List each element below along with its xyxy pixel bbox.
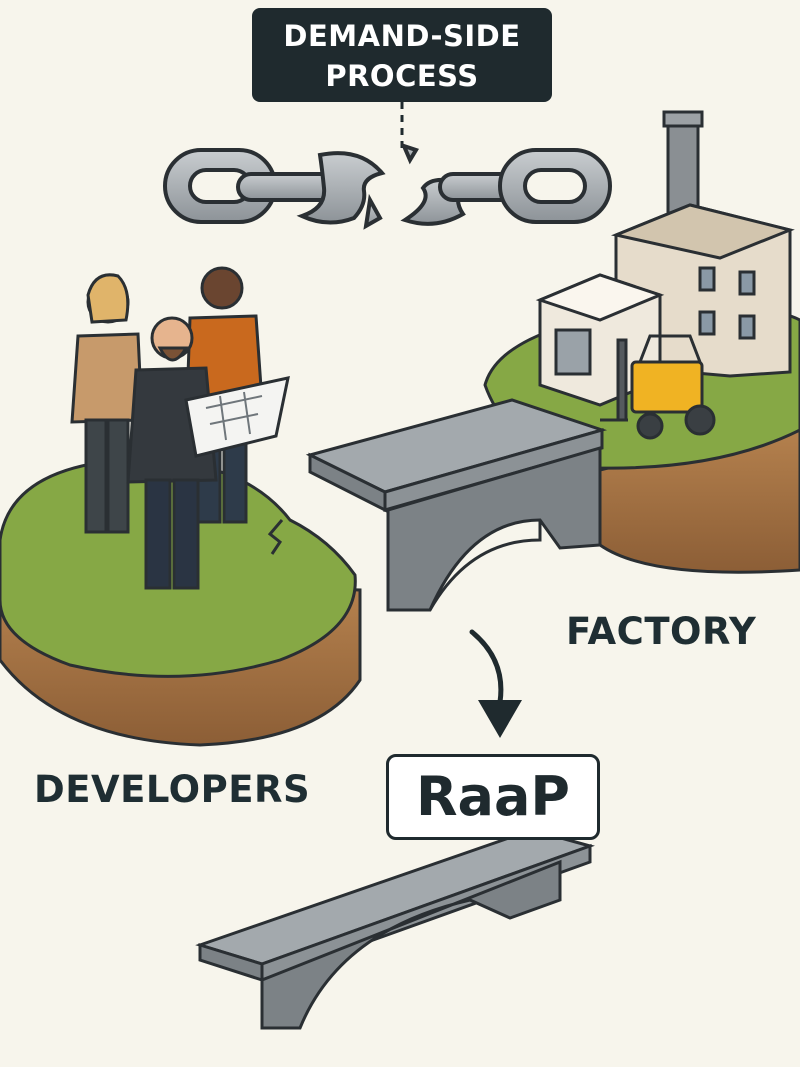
module-box-icon — [535, 273, 665, 407]
factory-label: FACTORY — [566, 610, 757, 653]
developers-label: DEVELOPERS — [34, 768, 311, 811]
forklift-icon — [600, 334, 716, 440]
blueprint-icon — [184, 376, 290, 458]
raap-label: RaaP — [386, 754, 600, 840]
callout-line-2: PROCESS — [325, 59, 479, 93]
people-group-icon — [70, 266, 266, 590]
broken-chain-icon — [163, 142, 612, 230]
demand-side-process-callout: DEMAND-SIDE PROCESS — [252, 8, 552, 102]
callout-line-1: DEMAND-SIDE — [283, 19, 521, 53]
bridge-icon — [305, 398, 608, 612]
bridge-icon-raap — [195, 828, 595, 1030]
down-arrow-icon — [469, 629, 522, 738]
